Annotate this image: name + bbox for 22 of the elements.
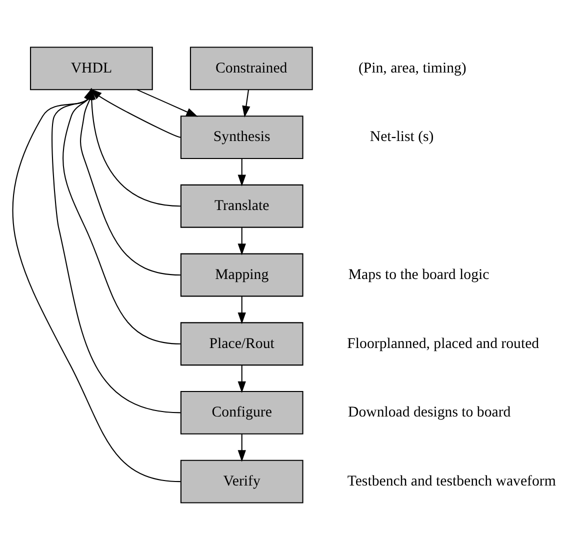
node-box: Verify [180,459,304,503]
label: (Pin, area, timing) [358,60,466,76]
arrow [238,158,246,186]
arrow [238,364,246,392]
node-box: Synthesis [180,115,304,158]
node-box: VHDL [30,46,153,90]
node-box: Mapping [180,252,304,296]
label: Net-list (s) [370,128,434,145]
label: Testbench and testbench waveform [347,472,556,489]
label: Download designs to board [348,404,511,420]
arrow [238,296,246,324]
node-box: Place/Rout [180,322,304,366]
node-box: Configure [180,390,304,434]
arrow [136,88,198,116]
node-box: Constrained [190,46,313,90]
label: Maps to the board logic [348,266,490,282]
arrow [238,227,246,255]
label: Floorplanned, placed and routed [347,335,540,352]
arrow [90,88,181,138]
arrow [242,89,250,118]
arrow [238,434,246,462]
node-box: Translate [180,184,304,228]
